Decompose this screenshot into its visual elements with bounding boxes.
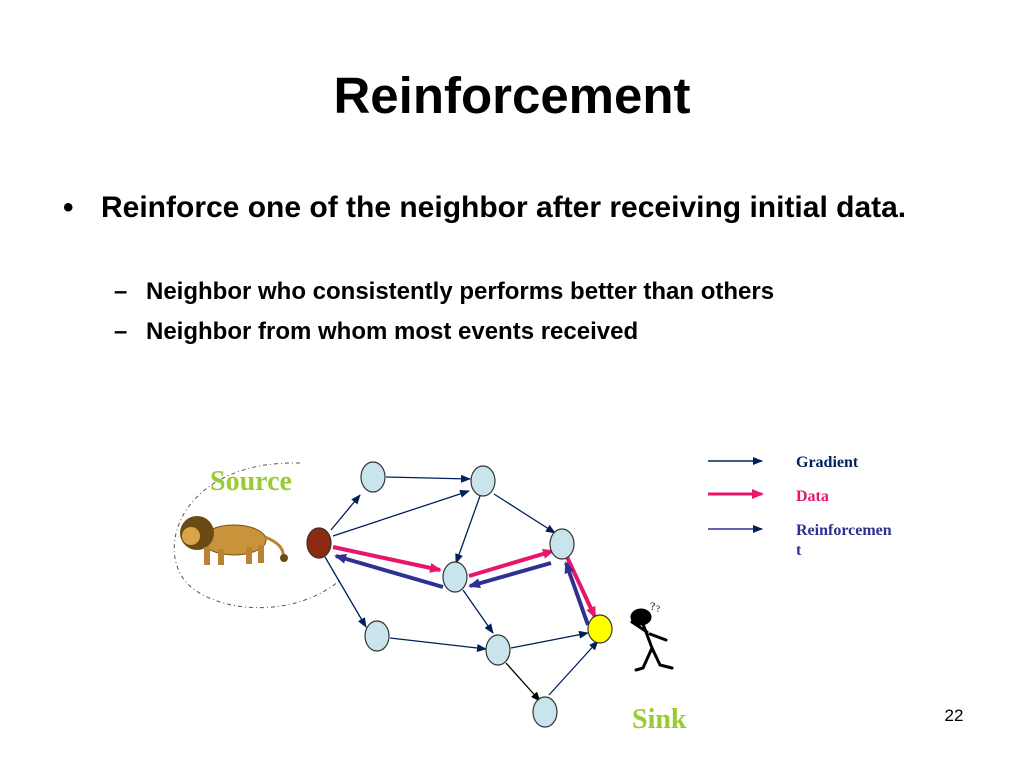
gradient-edge — [385, 474, 471, 483]
gradient-edge — [389, 637, 487, 652]
source-label: Source — [210, 466, 292, 497]
gradient-edge — [510, 630, 589, 649]
sink-label: Sink — [632, 704, 687, 735]
sub-bullet-text: Neighbor who consistently performs bette… — [146, 278, 775, 305]
legend-reinforcement-line1: Reinforcemen — [796, 522, 892, 539]
nodes — [306, 461, 613, 728]
sub-bullet-dash: – — [114, 318, 128, 345]
sub-bullet-dash: – — [114, 278, 128, 305]
gradient-edge — [548, 640, 599, 696]
sensor-node — [470, 465, 496, 497]
gradient-edge — [493, 493, 556, 534]
sub-bullet-text: Neighbor from whom most events received — [146, 318, 639, 345]
reinforcement-edges — [334, 553, 590, 626]
gradient-edge — [332, 490, 470, 537]
lion-icon — [180, 516, 288, 565]
svg-text:?: ? — [656, 604, 660, 614]
gradient-edge — [462, 589, 494, 634]
sensor-node — [532, 696, 558, 728]
source-node — [306, 527, 332, 559]
legend-gradient-label: Gradient — [796, 454, 859, 471]
sensor-node — [549, 528, 575, 560]
thinking-person-icon: ? ? — [630, 599, 674, 672]
reinforcement-edge — [564, 561, 590, 626]
gradient-edges — [324, 474, 599, 696]
sensor-node — [360, 461, 386, 493]
page-number: 22 — [944, 706, 964, 725]
svg-text:?: ? — [650, 599, 655, 613]
legend-reinforcement-line2: t — [796, 542, 802, 559]
gradient-edge — [324, 556, 367, 628]
legend-reinforcement-label: Reinforcemen t — [796, 522, 896, 559]
reinforcement-edge — [468, 561, 552, 589]
sensor-node — [364, 620, 390, 652]
gradient-edge — [330, 494, 361, 531]
gradient-edge-black — [505, 662, 541, 702]
legend: Gradient Data Reinforcemen t — [708, 454, 896, 559]
reinforcement-edge — [334, 553, 444, 589]
slide-title: Reinforcement — [333, 67, 691, 124]
data-edge — [332, 545, 442, 573]
data-edge — [468, 549, 555, 578]
bullet-dot: • — [63, 191, 74, 224]
gradient-edge — [455, 495, 481, 564]
sensor-node — [485, 634, 511, 666]
legend-data-label: Data — [796, 488, 829, 505]
bullet-text: Reinforce one of the neighbor after rece… — [101, 191, 907, 224]
sensor-node — [442, 561, 468, 593]
sink-node — [587, 614, 613, 644]
